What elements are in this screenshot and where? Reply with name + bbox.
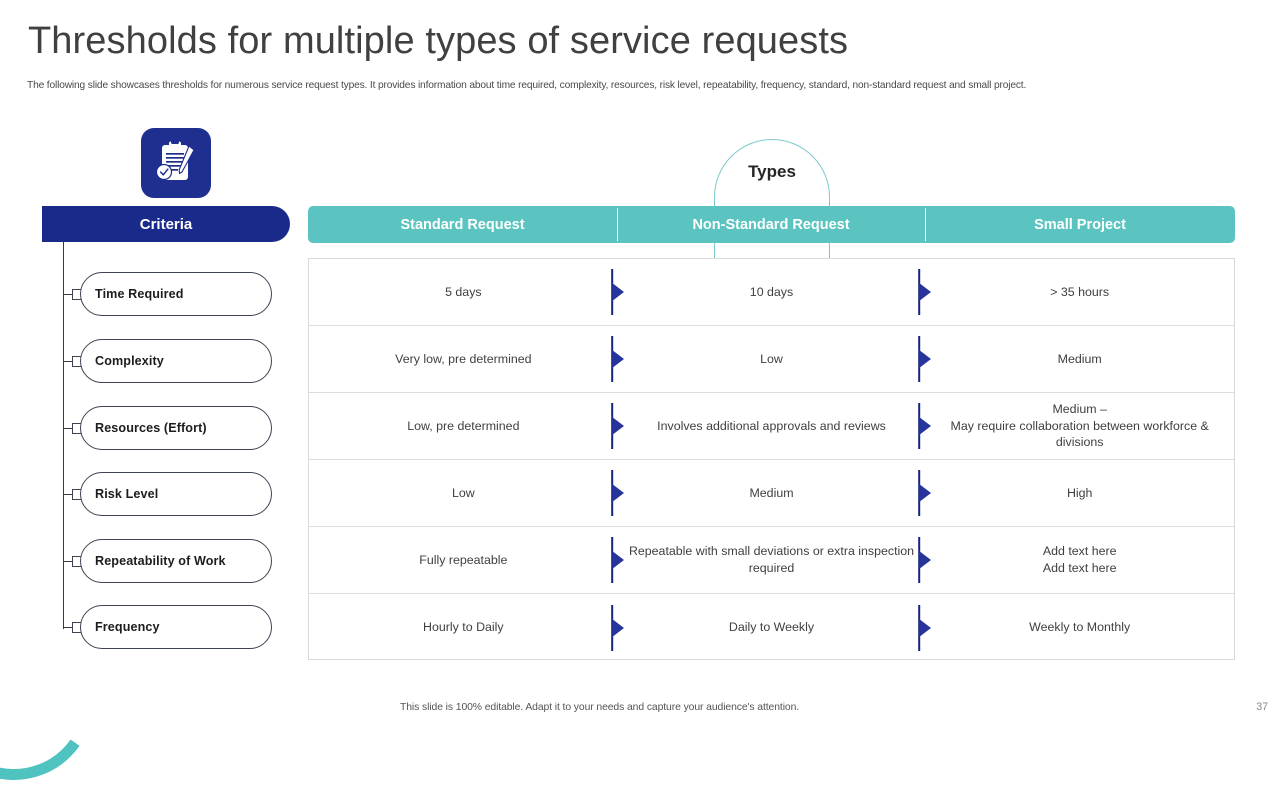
clipboard-check-pen-icon (141, 128, 211, 198)
criteria-pill-risk-level[interactable]: Risk Level (80, 472, 272, 516)
table-cell-text: Low (760, 351, 783, 366)
table-cell-text: Weekly to Monthly (1029, 620, 1131, 635)
navy-flag-arrow-icon (610, 604, 626, 651)
table-column-header-standard-request[interactable]: Standard Request (308, 206, 617, 243)
table-row: Hourly to Daily Daily to Weekly Weekly to … (309, 594, 1234, 661)
table-cell-text: Daily to Weekly (728, 620, 815, 635)
table-cell-text: 10 days (749, 284, 794, 299)
criteria-connector-stub (63, 561, 73, 562)
table-row: 5 days 10 days > 35 hours (309, 259, 1234, 326)
navy-flag-arrow-icon (917, 336, 933, 382)
table-cell-non-standard[interactable]: Low (610, 326, 926, 392)
criteria-pill-complexity[interactable]: Complexity (80, 339, 272, 383)
table-cell-small-project[interactable]: Weekly to Monthly (918, 594, 1234, 661)
criteria-pill-label: Frequency (95, 620, 160, 634)
criteria-connector-stub (63, 494, 73, 495)
page-subtitle: The following slide showcases thresholds… (27, 80, 1027, 91)
criteria-connector-stub (63, 361, 73, 362)
table-cell-non-standard[interactable]: 10 days (610, 259, 926, 325)
navy-flag-arrow-icon (610, 403, 626, 449)
table-cell-non-standard[interactable]: Repeatable with small deviations or extr… (610, 527, 926, 593)
column-header-label: Standard Request (400, 216, 525, 233)
table-row: Very low, pre determined Low Medium (309, 326, 1234, 393)
criteria-pill-frequency[interactable]: Frequency (80, 605, 272, 649)
table-cell-text: Medium (749, 485, 794, 500)
criteria-pill-label: Resources (Effort) (95, 421, 207, 435)
column-header-label: Non-Standard Request (692, 216, 850, 233)
table-column-header-non-standard-request[interactable]: Non-Standard Request (617, 206, 925, 243)
table-cell-non-standard[interactable]: Daily to Weekly (610, 594, 926, 661)
table-cell-text: Low (451, 485, 475, 500)
criteria-connector-stub (63, 294, 73, 295)
page-number: 37 (1256, 701, 1268, 713)
criteria-connector-spine (63, 242, 64, 629)
criteria-connector-stub (63, 627, 73, 628)
criteria-pill-label: Risk Level (95, 487, 159, 501)
criteria-connector-stub (63, 428, 73, 429)
criteria-pill-repeatability-of-work[interactable]: Repeatability of Work (80, 539, 272, 583)
table-cell-standard[interactable]: Low, pre determined (309, 393, 618, 459)
table-cell-text: Repeatable with small deviations or extr… (628, 544, 915, 575)
navy-flag-arrow-icon (917, 269, 933, 315)
navy-flag-arrow-icon (917, 604, 933, 651)
navy-flag-arrow-icon (610, 336, 626, 382)
criteria-header: Criteria (42, 206, 290, 242)
table-cell-text: Involves additional approvals and review… (657, 418, 886, 433)
table-cell-text: 5 days (445, 284, 482, 299)
table-cell-text: High (1066, 485, 1093, 500)
table-row: Fully repeatable Repeatable with small de… (309, 527, 1234, 594)
decor-arc-top-right (1168, 0, 1280, 98)
types-label: Types (748, 162, 796, 181)
criteria-pill-label: Time Required (95, 287, 184, 301)
table-cell-text: Low, pre determined (407, 418, 520, 433)
table-row: Low, pre determined Involves additional a… (309, 393, 1234, 460)
table-header-row: Standard Request Non-Standard Request Sm… (308, 206, 1235, 243)
table-cell-small-project[interactable]: Medium –May require collaboration betwee… (918, 393, 1234, 459)
table-cell-text: Hourly to Daily (423, 620, 504, 635)
criteria-pill-time-required[interactable]: Time Required (80, 272, 272, 316)
table-cell-small-project[interactable]: > 35 hours (918, 259, 1234, 325)
table-cell-text: Fully repeatable (419, 552, 508, 567)
footer-note: This slide is 100% editable. Adapt it to… (400, 702, 800, 713)
navy-flag-arrow-icon (610, 470, 626, 516)
criteria-pill-label: Complexity (95, 354, 164, 368)
table-cell-small-project[interactable]: Medium (918, 326, 1234, 392)
page-title: Thresholds for multiple types of service… (28, 20, 849, 62)
table-row: Low Medium High (309, 460, 1234, 527)
navy-flag-arrow-icon (917, 470, 933, 516)
table-cell-text: > 35 hours (1050, 284, 1110, 299)
navy-flag-arrow-icon (610, 269, 626, 315)
table-cell-non-standard[interactable]: Medium (610, 460, 926, 526)
table-column-header-small-project[interactable]: Small Project (925, 206, 1235, 243)
navy-flag-arrow-icon (610, 537, 626, 583)
table-cell-standard[interactable]: Very low, pre determined (309, 326, 618, 392)
table-cell-text: Medium –May require collaboration betwee… (950, 401, 1209, 450)
criteria-pill-label: Repeatability of Work (95, 554, 226, 568)
column-header-label: Small Project (1034, 216, 1126, 233)
table-cell-text: Very low, pre determined (395, 351, 532, 366)
table-cell-text: Medium (1057, 351, 1102, 366)
table-cell-standard[interactable]: Fully repeatable (309, 527, 618, 593)
table-cell-standard[interactable]: Hourly to Daily (309, 594, 618, 661)
table-cell-standard[interactable]: Low (309, 460, 618, 526)
table-cell-non-standard[interactable]: Involves additional approvals and review… (610, 393, 926, 459)
table-cell-standard[interactable]: 5 days (309, 259, 618, 325)
criteria-header-label: Criteria (139, 215, 193, 233)
table-cell-small-project[interactable]: High (918, 460, 1234, 526)
navy-flag-arrow-icon (917, 537, 933, 583)
criteria-pill-resources-effort[interactable]: Resources (Effort) (80, 406, 272, 450)
navy-flag-arrow-icon (917, 403, 933, 449)
